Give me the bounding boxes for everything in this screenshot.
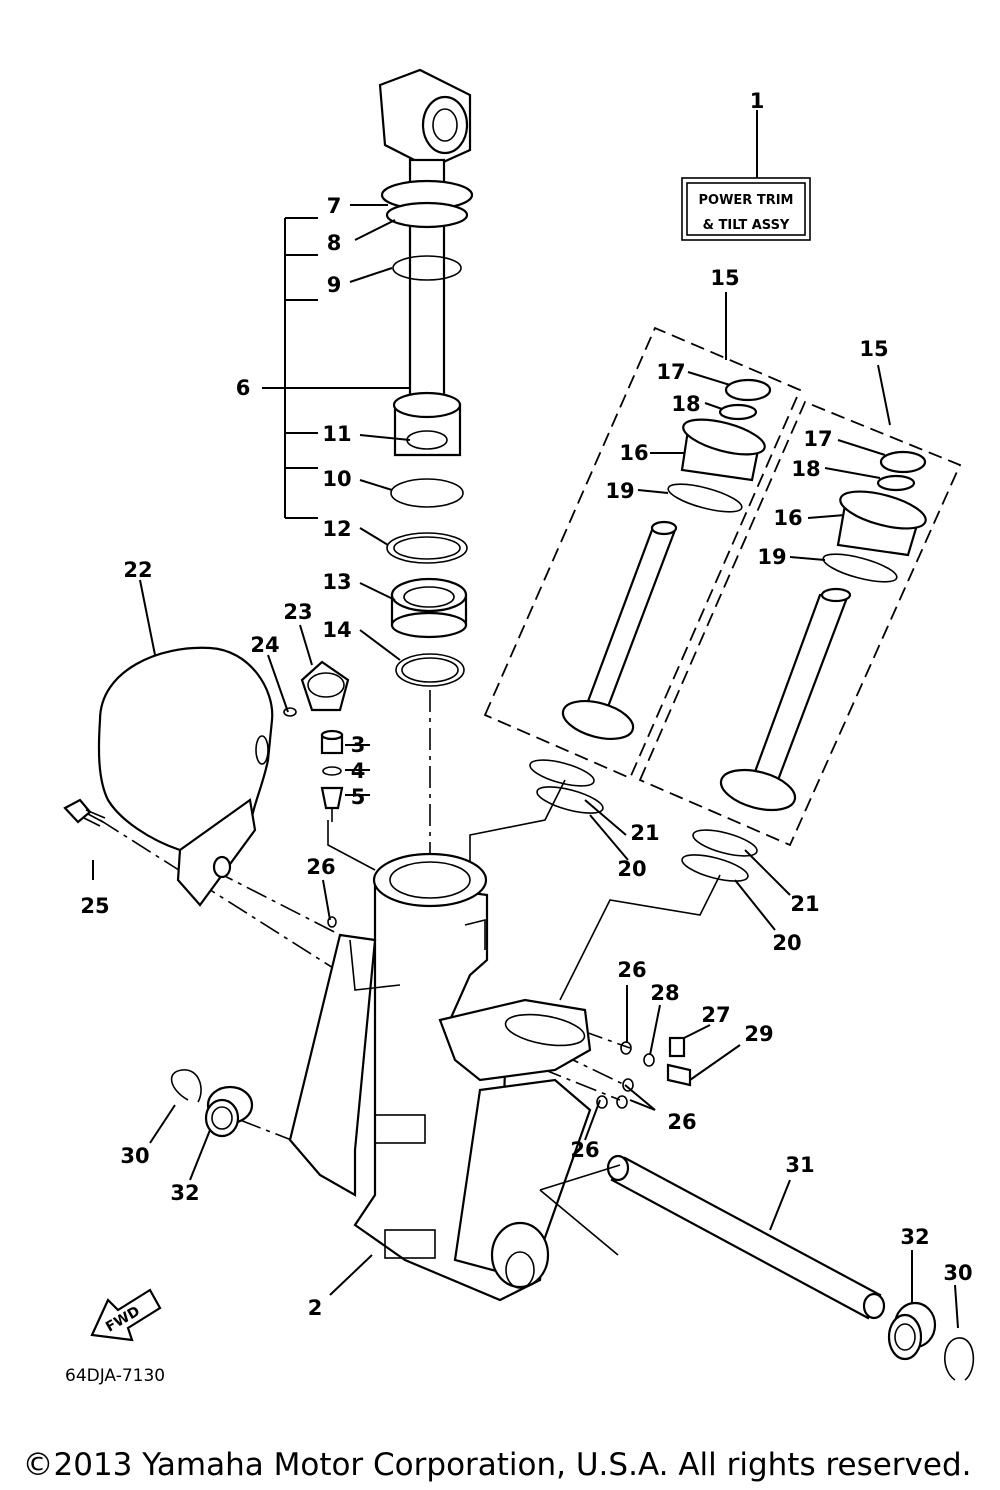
callout-6: 6 <box>236 376 251 400</box>
tilt-cylinder-kit-left <box>483 326 802 780</box>
bushing-23 <box>283 660 350 717</box>
tilt-cylinder-kit-right <box>638 400 962 847</box>
callout-5: 5 <box>351 785 366 809</box>
bolt-25 <box>63 798 106 827</box>
callout-24: 24 <box>250 633 279 657</box>
callout-17a: 17 <box>656 360 685 384</box>
callout-23: 23 <box>283 600 312 624</box>
callout-22: 22 <box>123 558 152 582</box>
callout-3: 3 <box>351 733 366 757</box>
callout-2: 2 <box>308 1296 323 1320</box>
housing-2 <box>288 852 592 1302</box>
callout-18a: 18 <box>671 392 700 416</box>
callout-15a: 15 <box>710 266 739 290</box>
callout-16a: 16 <box>619 441 648 465</box>
fittings-3-4-5 <box>320 729 344 822</box>
pin-end-left <box>170 1069 254 1138</box>
callout-31: 31 <box>785 1153 814 1177</box>
part-box-line1: POWER TRIM <box>699 193 794 208</box>
callout-leaders <box>92 204 959 1329</box>
callout-7: 7 <box>327 194 342 218</box>
callout-21b: 21 <box>790 892 819 916</box>
callout-17b: 17 <box>803 427 832 451</box>
fwd-arrow: FWD <box>90 1288 162 1342</box>
callout-15b: 15 <box>859 337 888 361</box>
callout-26b: 26 <box>617 958 646 982</box>
callout-1: 1 <box>750 89 765 113</box>
tilt-rod-assembly <box>378 68 474 870</box>
callout-28: 28 <box>650 981 679 1005</box>
callout-9: 9 <box>327 273 342 297</box>
callout-21a: 21 <box>630 821 659 845</box>
callout-19b: 19 <box>757 545 786 569</box>
callout-20a: 20 <box>617 857 646 881</box>
callout-11: 11 <box>322 422 351 446</box>
pin-end-right <box>887 1301 975 1381</box>
callout-30a: 30 <box>120 1144 149 1168</box>
callout-14: 14 <box>322 618 351 642</box>
callout-26c: 26 <box>667 1110 696 1134</box>
callout-32b: 32 <box>900 1225 929 1249</box>
callout-26a: 26 <box>306 855 335 879</box>
callout-numbers: 1 2 3 4 5 6 7 8 9 10 11 12 13 14 15 15 1… <box>80 89 972 1320</box>
callout-27: 27 <box>701 1003 730 1027</box>
callout-12: 12 <box>322 517 351 541</box>
cover-22 <box>97 646 274 907</box>
callout-10: 10 <box>322 467 351 491</box>
callout-20b: 20 <box>772 931 801 955</box>
callout-16b: 16 <box>773 506 802 530</box>
diagram-code: 64DJA-7130 <box>65 1366 165 1386</box>
part-box-line2: & TILT ASSY <box>703 218 790 233</box>
power-trim-tilt-assy-label: POWER TRIM & TILT ASSY <box>681 110 811 241</box>
callout-29: 29 <box>744 1022 773 1046</box>
small-parts-26-29 <box>327 916 692 1109</box>
callout-18b: 18 <box>791 457 820 481</box>
callout-13: 13 <box>322 570 351 594</box>
copyright-notice: ©2013 Yamaha Motor Corporation, U.S.A. A… <box>23 1447 972 1483</box>
callout-19a: 19 <box>605 479 634 503</box>
callout-4: 4 <box>351 759 366 783</box>
callout-25: 25 <box>80 894 109 918</box>
callout-26d: 26 <box>570 1138 599 1162</box>
callout-bracket-6-12 <box>284 217 318 519</box>
callout-32a: 32 <box>170 1181 199 1205</box>
callout-30b: 30 <box>943 1261 972 1285</box>
callout-8: 8 <box>327 231 342 255</box>
tilt-shaft-31 <box>539 1154 886 1320</box>
seals-20-21 <box>529 759 758 882</box>
